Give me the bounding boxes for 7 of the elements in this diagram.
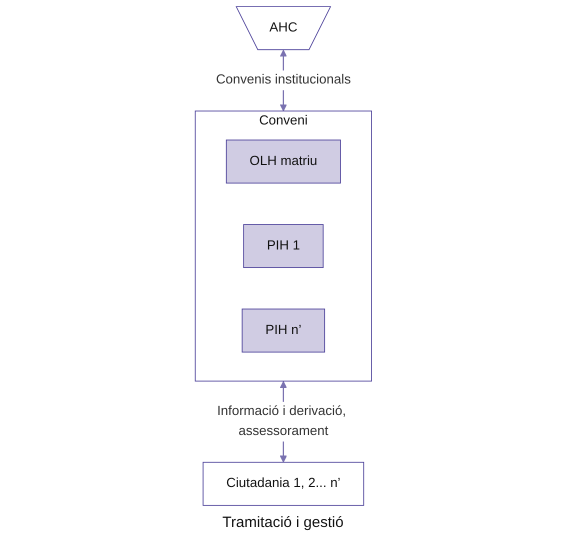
- node-box: OLH matriu: [226, 140, 340, 184]
- node-box: PIH n’: [241, 308, 325, 353]
- note-text: Tramitació i gestió: [222, 514, 344, 531]
- edge-label: Convenis institucionals: [216, 72, 350, 87]
- edge-label: Informació i derivació, assessorament: [216, 404, 346, 438]
- node-box: PIH 1: [242, 224, 324, 268]
- node-box: Ciutadania 1, 2... n’: [202, 462, 364, 506]
